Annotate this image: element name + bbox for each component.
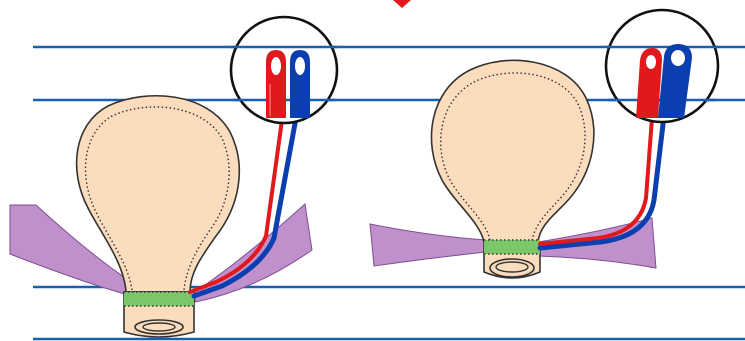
right-sphincter-ring <box>484 240 540 254</box>
red-arrow-icon <box>393 0 411 8</box>
left-urethra-opening-inner <box>143 323 175 331</box>
right-zoom-tube-blue-lumen <box>671 50 685 66</box>
left-panel <box>10 17 337 337</box>
left-zoom-tube-blue-lumen <box>295 57 305 75</box>
right-bladder <box>431 60 593 242</box>
left-zoom-tube-red-lumen <box>271 57 281 75</box>
right-urethra-opening-inner <box>496 262 528 272</box>
left-sphincter-ring <box>124 292 194 306</box>
right-panel <box>370 10 718 278</box>
right-tissue-band <box>370 224 486 266</box>
right-zoom-tube-red-lumen <box>646 55 656 69</box>
